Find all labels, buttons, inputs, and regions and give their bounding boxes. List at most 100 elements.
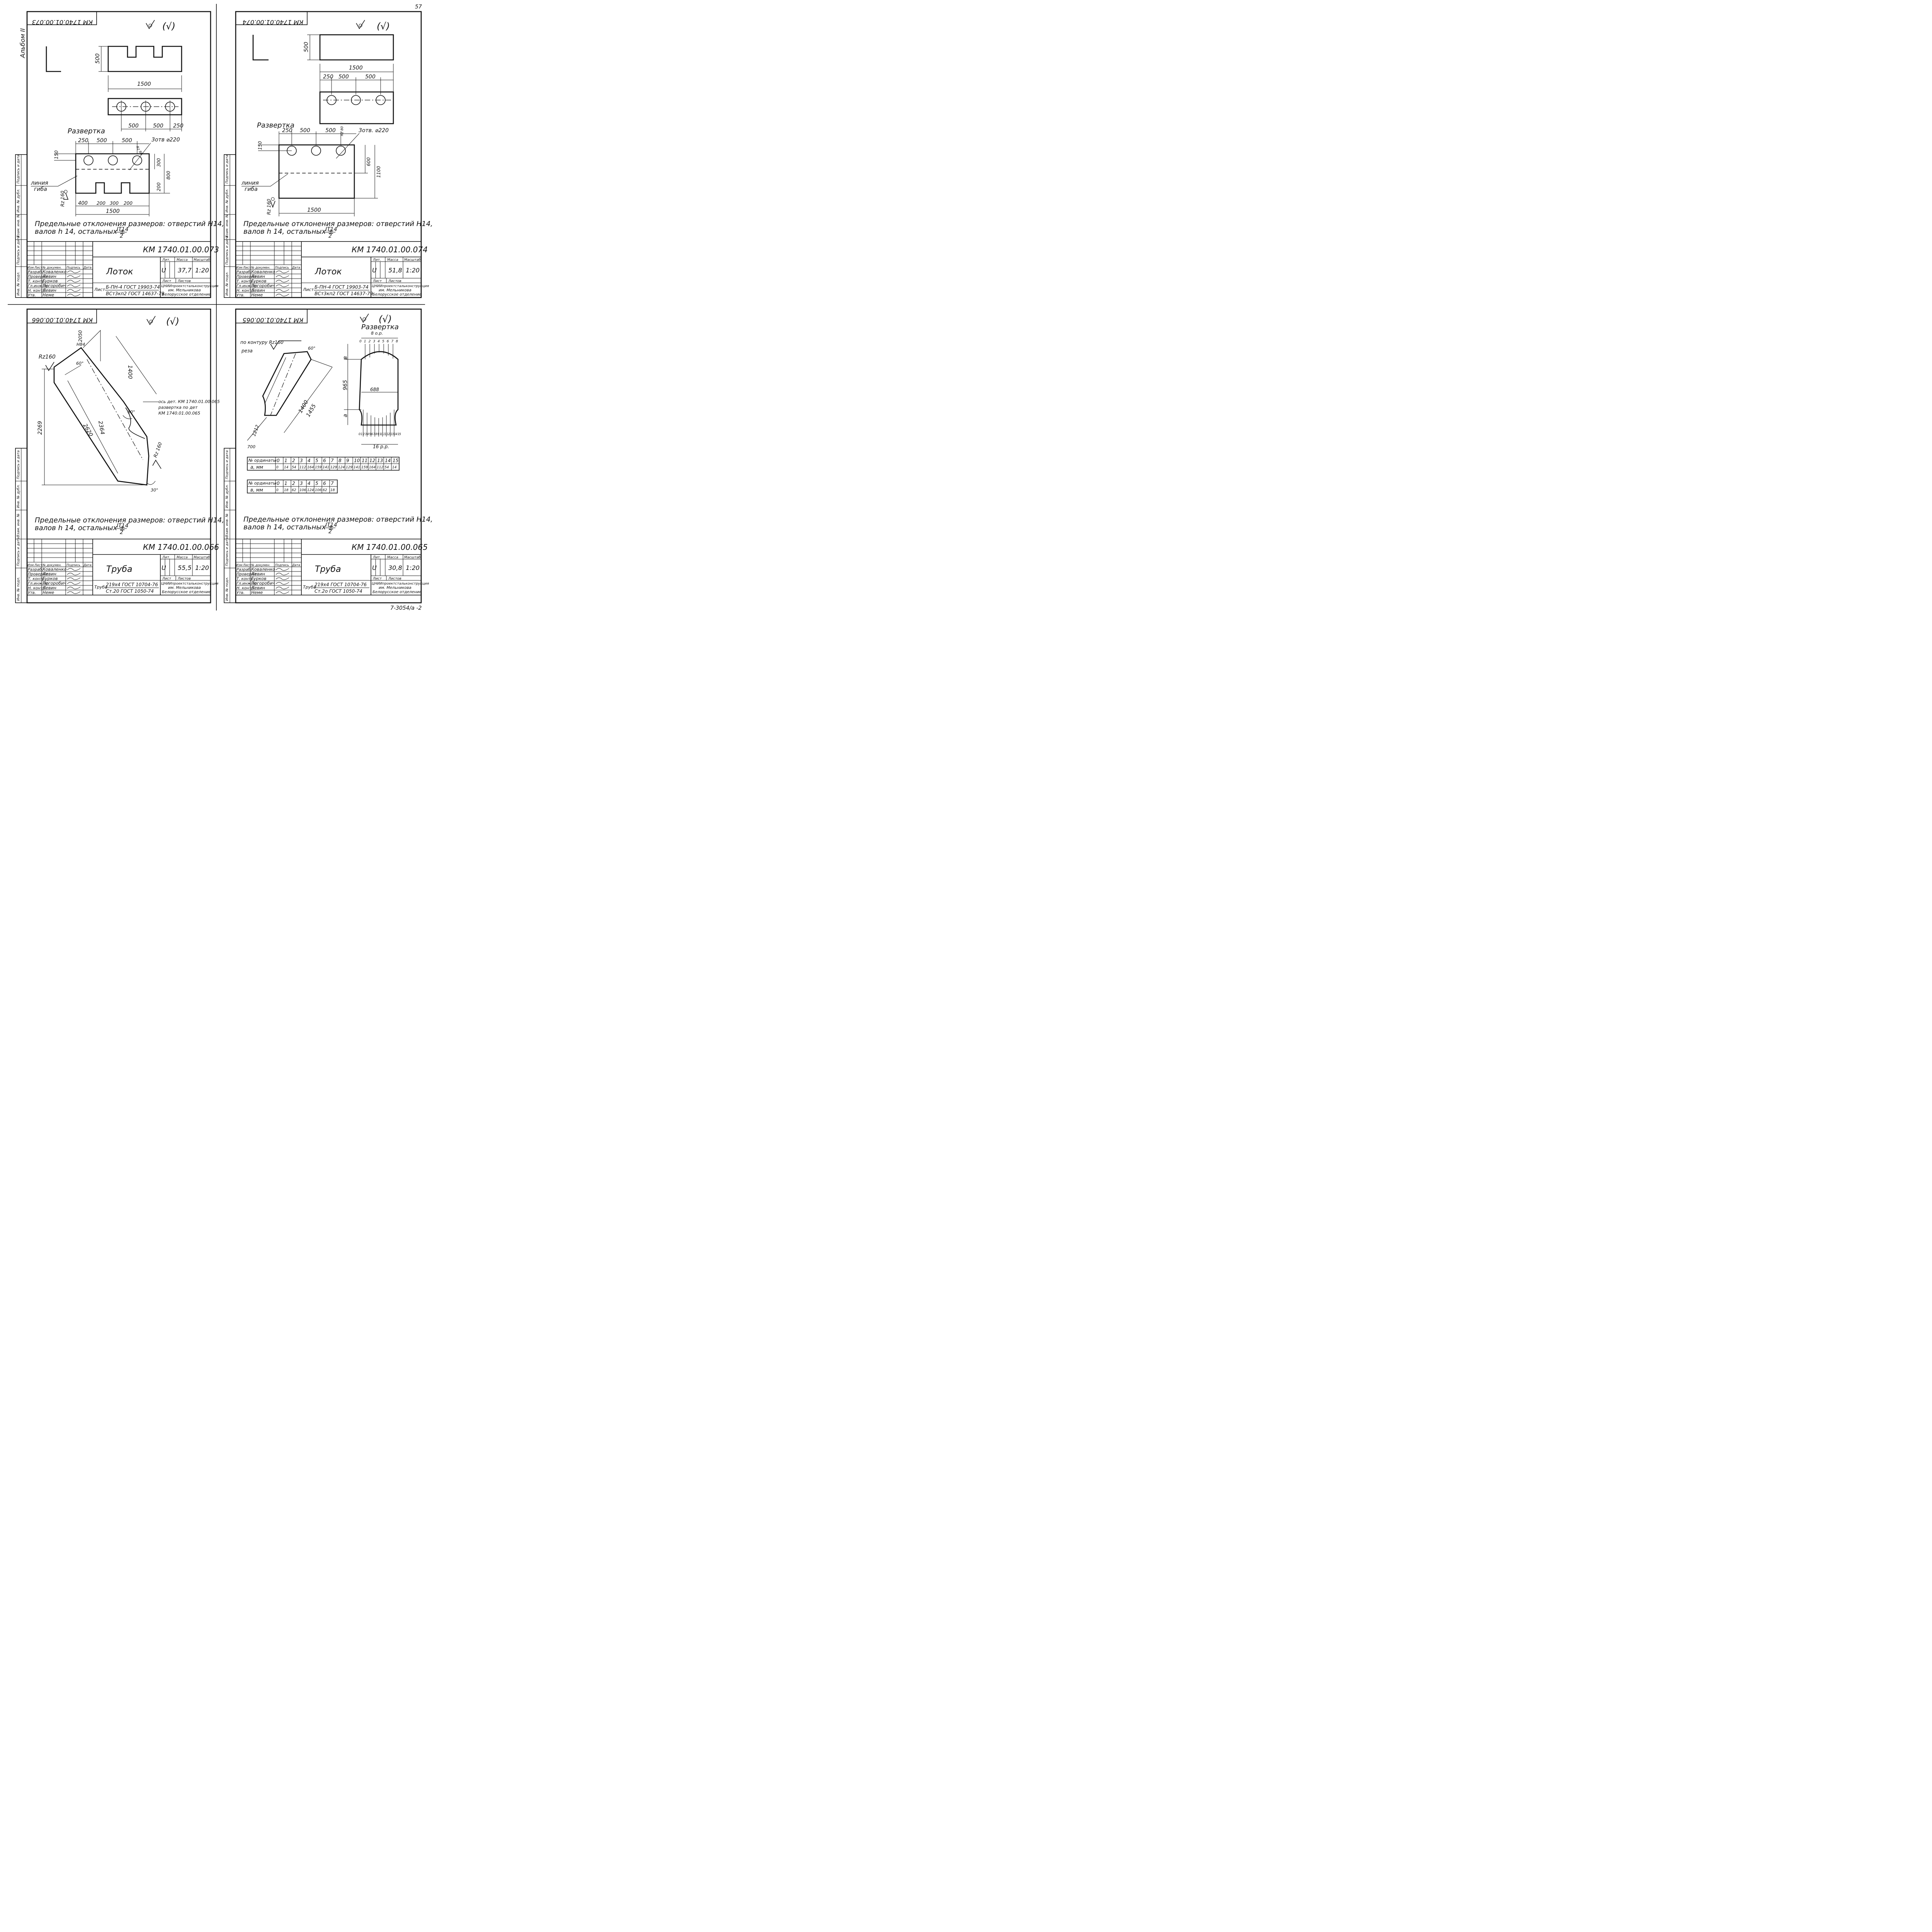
tolerance-line2: валов h 14, остальных ±	[243, 523, 334, 531]
sheet-073: Инв. № подл. Подпись и дата Взам. инв. №…	[15, 11, 224, 298]
signature-mark	[276, 577, 289, 580]
signature-mark	[276, 587, 289, 589]
material-prefix: Труба	[94, 585, 107, 590]
signature-mark	[276, 582, 289, 585]
signature-mark	[276, 284, 289, 287]
tb-role: Т. контр.	[236, 279, 255, 284]
org-line: ЦНИИпроектстальконструкция	[372, 582, 429, 586]
stamp-label: Подпись и дата	[17, 450, 20, 479]
roughness-general: (√)	[162, 21, 175, 32]
tb-lit: U	[162, 564, 166, 571]
tolerance-den: 2	[120, 233, 123, 239]
signature-mark	[67, 587, 81, 589]
signature-mark	[276, 275, 289, 278]
tb-header: Дата	[292, 266, 300, 269]
note-line: КМ 1740.01.00.065	[158, 411, 200, 416]
sheet-066: Инв. № подл. Подпись и дата Взам. инв. №…	[15, 308, 224, 604]
dim-text: 500	[325, 128, 336, 134]
tb-mass-label: Масса	[387, 556, 398, 560]
table-cell: 7	[331, 458, 334, 463]
sheet-065: Инв. № подл. Подпись и дата Взам. инв. №…	[224, 308, 433, 604]
table-cell: 6	[323, 458, 326, 463]
table-cell: 3	[300, 458, 303, 463]
tb-lit: U	[162, 267, 166, 274]
dim-text: 2364	[97, 420, 105, 435]
table-cell: 13	[377, 458, 383, 463]
dim-h: 500	[303, 42, 310, 52]
table-cell: 124	[338, 466, 345, 469]
org-line: ЦНИИпроектстальконструкция	[372, 284, 429, 288]
tb-role: Утв.	[236, 591, 245, 595]
pipe-view	[262, 351, 312, 416]
stamp-label: Взам. инв. №	[225, 214, 229, 238]
tb-header: Лист	[34, 266, 43, 269]
tb-name: Погоробич	[251, 283, 275, 288]
stamp-label: Подпись и дата	[225, 450, 229, 479]
pipe-view	[53, 347, 150, 486]
signature-mark	[67, 289, 81, 292]
note-line: ось дет. КМ 1740.01.00.065	[158, 399, 220, 404]
tb-role: Т. контр.	[28, 279, 46, 284]
tb-role: Проверил	[28, 572, 48, 577]
dim-text: 16 р.р.	[373, 444, 389, 449]
part-title: Труба	[315, 565, 341, 574]
drawing-canvas: 57 Альбом II 7-3054/а -2 Инв. № подл. По…	[8, 4, 433, 611]
tb-scale: 1:20	[406, 267, 420, 274]
code-upside-down: КМ 1740.01.00.074	[243, 19, 303, 26]
dim-text: 2269	[37, 421, 43, 435]
code-upside-down: КМ 1740.01.00.066	[32, 316, 93, 324]
tolerance-line1: Предельные отклонения размеров: отверсти…	[243, 220, 433, 228]
bend-label: линия	[31, 180, 48, 186]
table-cell: 8	[338, 458, 342, 463]
tb-mass: 37,7	[178, 267, 192, 274]
table-cell: 159	[361, 466, 368, 469]
table-cell: 7	[331, 481, 334, 486]
material-line2: Ст.2о ГОСТ 1050-74	[315, 588, 362, 594]
bend-label: гиба	[34, 186, 47, 192]
stamp-label: Подпись и дата	[225, 236, 229, 265]
dim-text: 965	[342, 380, 349, 390]
signature-mark	[276, 573, 289, 575]
org-line: им. Мельникова	[168, 586, 201, 590]
tb-header: № докумен.	[251, 266, 270, 269]
tolerance-num: IT14	[325, 522, 337, 528]
table-cell: 112	[377, 466, 383, 469]
tb-lit-label: Лит.	[162, 258, 170, 262]
note-line: развертка по дет	[158, 405, 198, 410]
tolerance-num: IT14	[325, 226, 337, 233]
signature-mark	[67, 573, 81, 575]
stamp-label: Взам. инв. №	[17, 214, 20, 238]
tb-role: Н. контр.	[236, 586, 255, 590]
tb-role: Гл.инж.пр.	[28, 284, 49, 288]
signature-mark	[67, 568, 81, 571]
tb-scale: 1:20	[195, 564, 209, 571]
tb-mass-label: Масса	[387, 258, 398, 262]
tolerance-num: IT14	[117, 523, 129, 529]
material-line2: ВСт3кп2 ГОСТ 14637-79	[315, 291, 373, 296]
note-line: по контуру Rz160	[240, 340, 284, 345]
signature-mark	[276, 289, 289, 292]
development-outline	[278, 144, 355, 199]
signature-mark	[276, 591, 289, 594]
org-line: Белорусское отделение	[162, 590, 211, 594]
tb-mass: 55,5	[178, 564, 192, 571]
table-cell: 15	[393, 458, 398, 463]
tb-name: Левин	[42, 288, 56, 293]
dim-text: 500	[153, 123, 163, 129]
tb-role: Утв.	[28, 293, 36, 298]
tb-role: Проверил	[236, 275, 257, 279]
tb-header: Дата	[83, 563, 92, 567]
material-line1: 219х4 ГОСТ 10704-76	[315, 582, 367, 587]
table-cell: 2	[292, 458, 295, 463]
table-cell: 129	[330, 466, 337, 469]
dim-text: 200	[124, 201, 133, 206]
tolerance-line2: валов h 14, остальных ±	[243, 228, 334, 236]
angle-text: 60°	[128, 410, 135, 415]
tb-role: Т. контр.	[28, 577, 46, 581]
dim-text: 200	[156, 182, 162, 191]
table-cell: 5	[315, 458, 318, 463]
rz-note: Rz 80	[135, 146, 143, 156]
tray-top-view	[319, 91, 394, 124]
stamp-label: Подпись и дата	[17, 155, 20, 184]
